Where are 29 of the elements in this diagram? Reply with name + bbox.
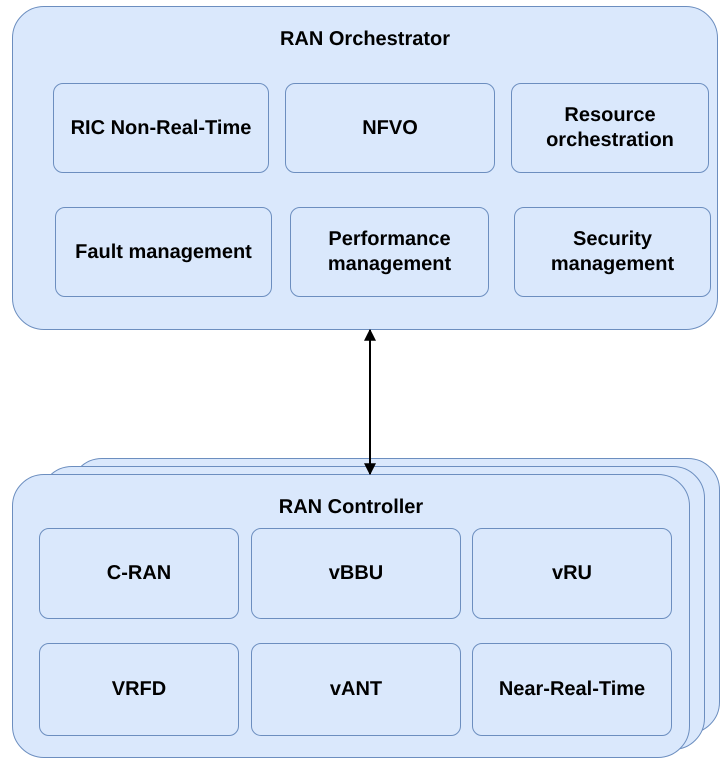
component-box: [53, 83, 269, 173]
component-box: [251, 643, 461, 736]
component-label: vRU: [552, 561, 592, 586]
component-label: Resource orchestration: [545, 103, 675, 153]
component-label: Security management: [550, 227, 676, 277]
component-label: vBBU: [328, 561, 384, 586]
component-box: [55, 207, 272, 297]
component-box: [514, 207, 711, 297]
component-label: VRFD: [112, 677, 166, 702]
group-panel: [12, 6, 718, 330]
component-box: [290, 207, 489, 297]
component-label: NFVO: [362, 116, 418, 140]
panel-title: RAN Controller: [278, 495, 424, 520]
component-label: RIC Non-Real-Time: [70, 116, 252, 140]
component-label: Performance management: [326, 227, 452, 277]
component-box: [39, 643, 239, 736]
component-box: [285, 83, 495, 173]
double-arrow: [364, 328, 376, 476]
component-box: [39, 528, 239, 619]
component-label: vANT: [330, 677, 382, 702]
component-label: Fault management: [75, 240, 252, 264]
component-box: [472, 643, 672, 736]
panel-title: RAN Orchestrator: [278, 27, 452, 52]
component-box: [251, 528, 461, 619]
component-box: [511, 83, 709, 173]
component-label: Near-Real-Time: [498, 677, 646, 702]
component-box: [472, 528, 672, 619]
component-label: C-RAN: [106, 561, 172, 586]
group-panel: [12, 474, 690, 758]
